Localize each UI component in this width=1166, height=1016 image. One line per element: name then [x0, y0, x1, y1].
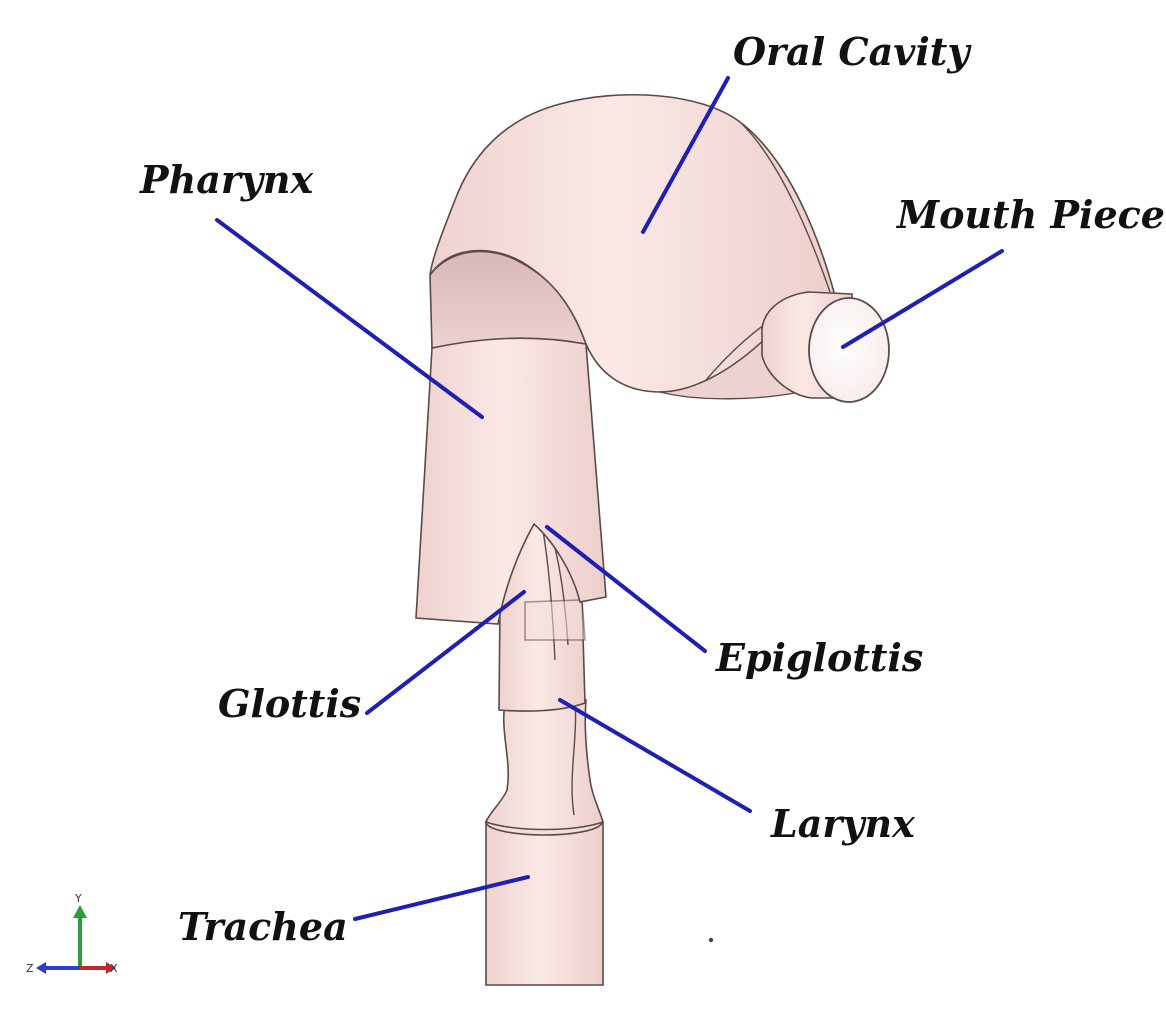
leader-mouth-piece — [841, 249, 1004, 349]
x-axis-arrowhead — [106, 962, 116, 974]
label-larynx: Larynx — [770, 801, 916, 846]
leader-glottis — [365, 590, 526, 715]
leader-oral-cavity — [641, 76, 730, 234]
larynx-shape — [484, 699, 604, 831]
labels: Oral Cavity Pharynx Mouth Piece Epiglott… — [139, 29, 1165, 949]
leader-trachea — [353, 875, 530, 921]
label-pharynx: Pharynx — [139, 157, 315, 202]
axis-triad: Y Z X — [26, 892, 118, 975]
label-oral-cavity: Oral Cavity — [733, 29, 972, 74]
label-epiglottis: Epiglottis — [715, 635, 923, 680]
x-axis-label: X — [110, 962, 118, 975]
label-trachea: Trachea — [178, 904, 348, 949]
leader-epiglottis — [545, 525, 707, 653]
leader-larynx — [558, 698, 752, 813]
mouth-piece-shape — [761, 291, 890, 403]
trachea-shape — [485, 808, 604, 986]
z-axis-arrowhead — [36, 962, 46, 974]
leader-lines — [215, 76, 1004, 921]
label-glottis: Glottis — [218, 681, 361, 726]
y-axis-label: Y — [74, 892, 82, 905]
z-axis-label: Z — [26, 962, 34, 975]
y-axis-arrowhead — [73, 905, 87, 918]
airway-model — [415, 93, 890, 986]
leader-pharynx — [215, 218, 484, 419]
label-mouth-piece: Mouth Piece — [895, 192, 1165, 237]
speck-mark — [708, 937, 714, 943]
